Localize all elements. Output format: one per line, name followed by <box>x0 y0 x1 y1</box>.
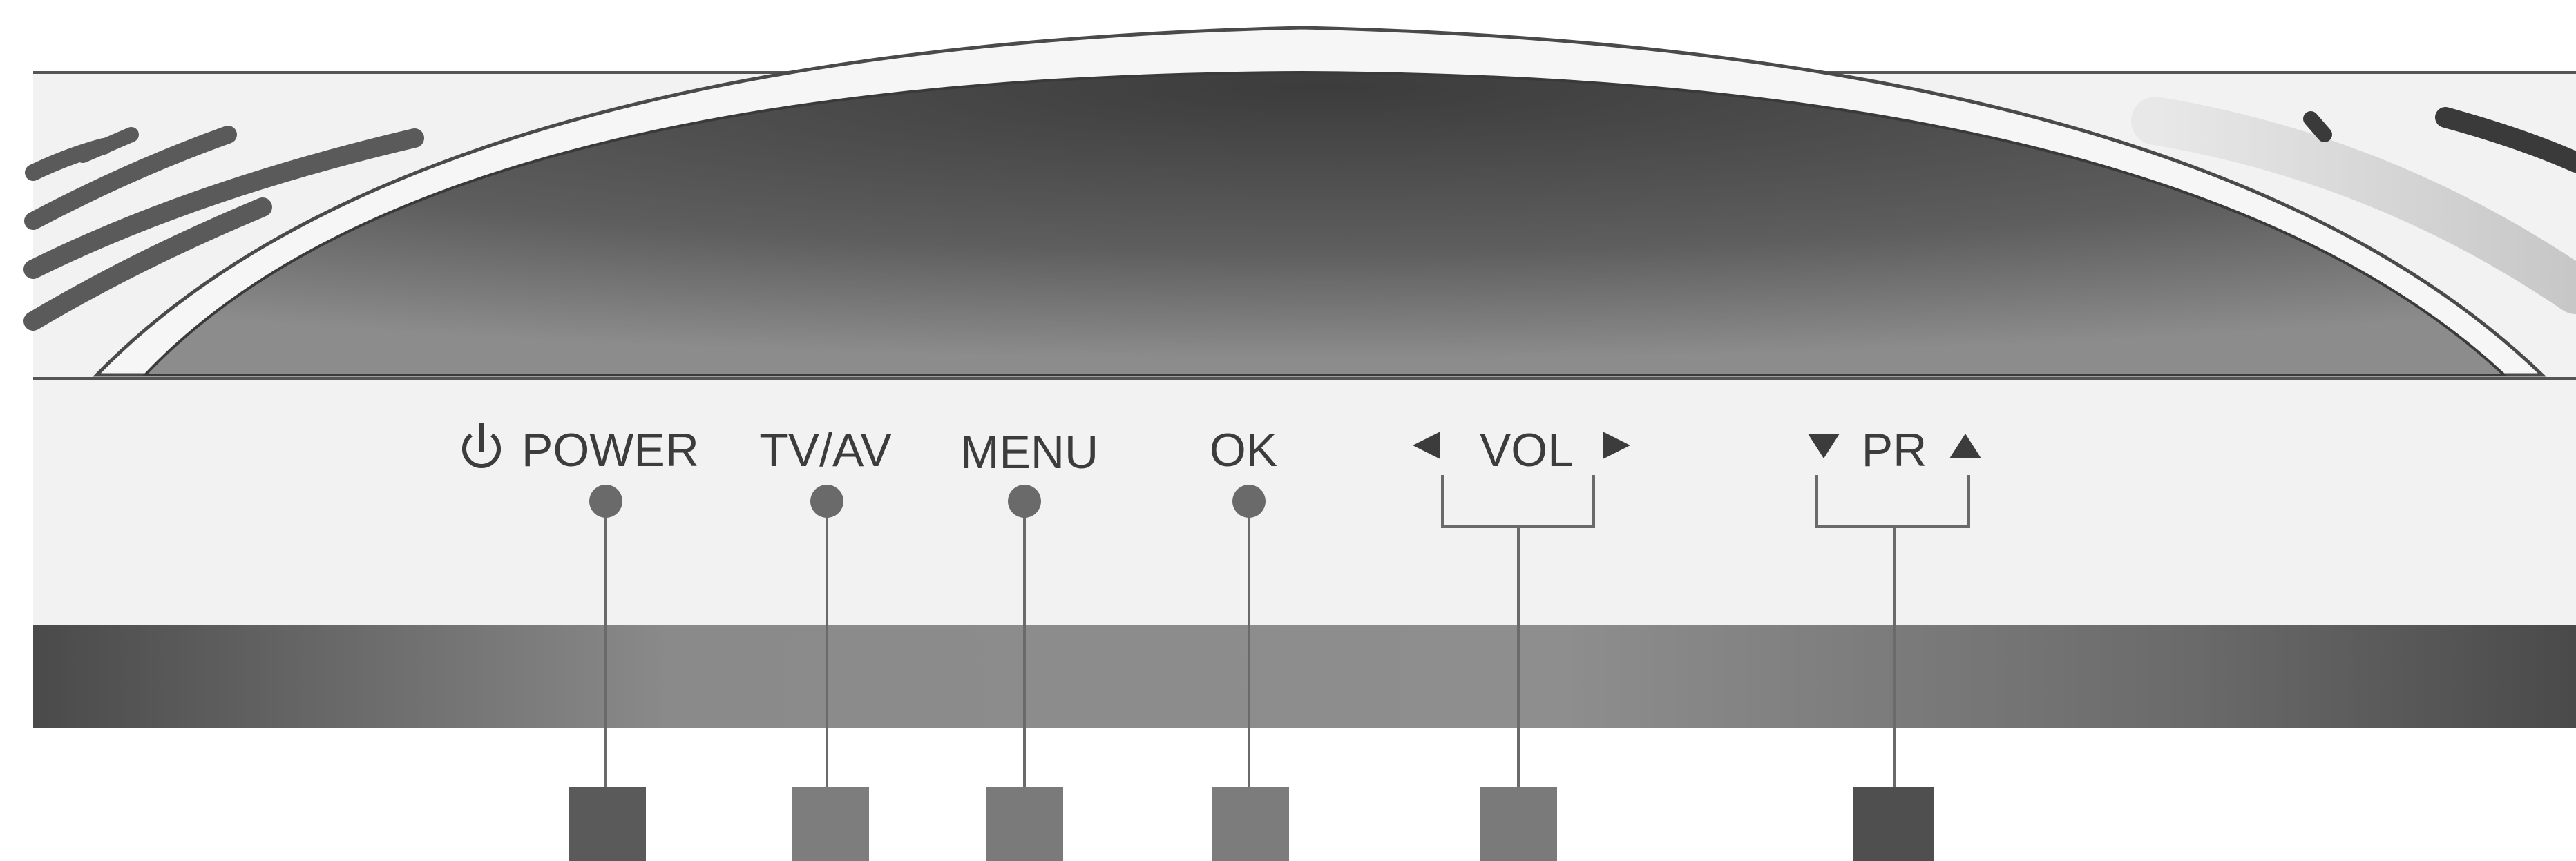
ok-label: OK <box>1210 424 1277 476</box>
triangle-down-icon <box>1808 434 1840 458</box>
pr-callout-box <box>1853 787 1934 861</box>
triangle-left-icon <box>1413 432 1440 459</box>
power-label: POWER <box>522 424 699 476</box>
menu-callout-box <box>986 787 1063 861</box>
callout-lines <box>604 475 1970 787</box>
bottom-strip <box>33 625 2576 728</box>
power-icon <box>462 423 501 468</box>
menu-label: MENU <box>960 426 1098 478</box>
display-window <box>142 70 2508 376</box>
ok-button-dot[interactable] <box>1232 485 1266 518</box>
control-labels: POWER TV/AV MENU OK VOL PR <box>462 423 1981 478</box>
vol-callout-box <box>1480 787 1557 861</box>
tvav-callout-box <box>792 787 869 861</box>
left-decorative-swooshes <box>23 126 424 331</box>
pr-label: PR <box>1862 424 1927 476</box>
button-markers <box>589 485 1266 518</box>
tvav-button-dot[interactable] <box>810 485 843 518</box>
power-button-dot[interactable] <box>589 485 622 518</box>
callout-boxes <box>569 787 1934 861</box>
ok-callout-box <box>1212 787 1289 861</box>
right-decorative-swooshes <box>2131 97 2576 314</box>
triangle-up-icon <box>1949 434 1981 458</box>
triangle-right-icon <box>1603 432 1630 459</box>
vol-label: VOL <box>1480 424 1574 476</box>
tvav-label: TV/AV <box>759 424 892 476</box>
menu-button-dot[interactable] <box>1008 485 1041 518</box>
power-callout-box <box>569 787 646 861</box>
